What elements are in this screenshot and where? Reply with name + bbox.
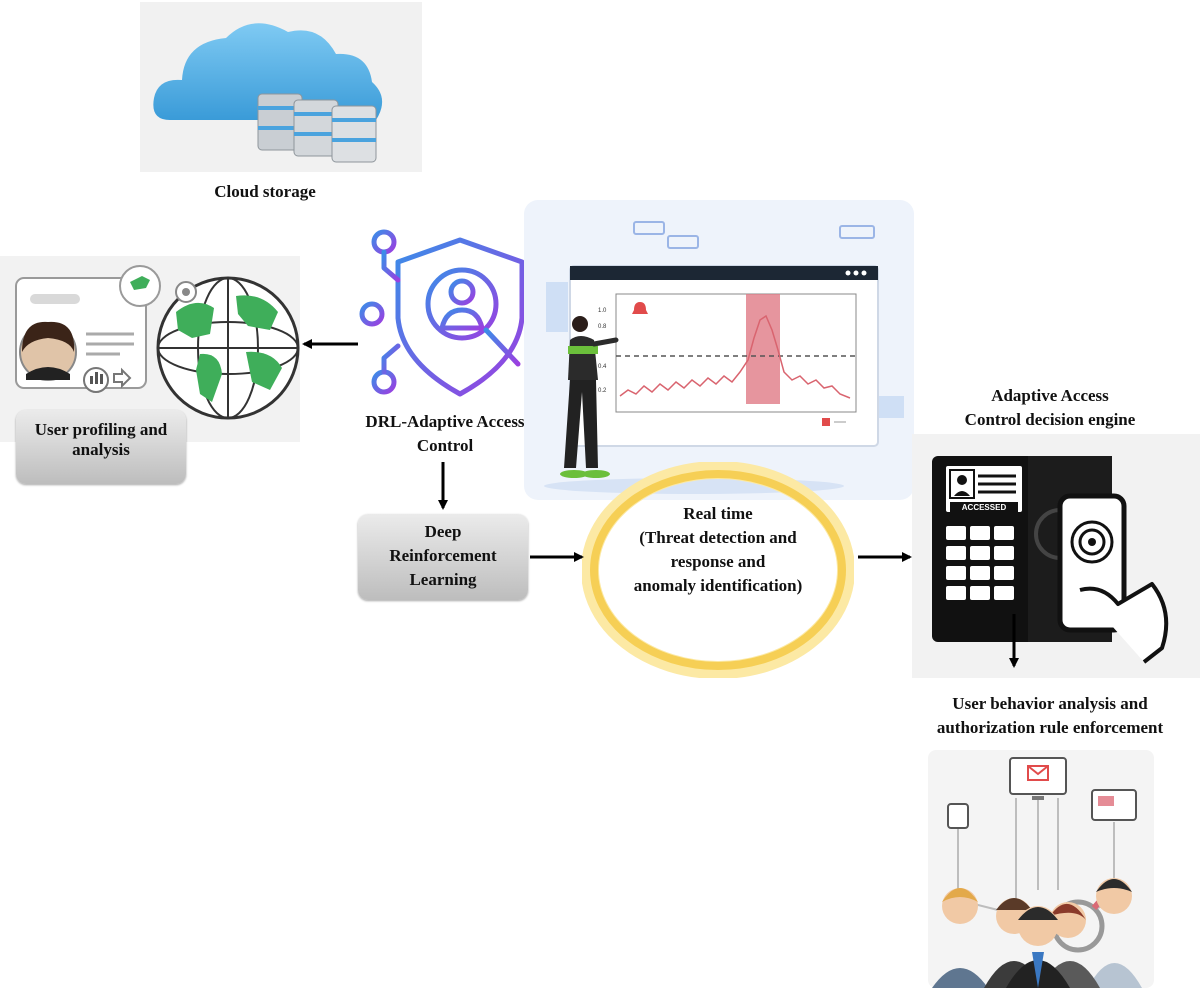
deep-rl-line2: Reinforcement (389, 546, 497, 565)
user-profiling-label: User profiling and analysis (34, 420, 168, 460)
realtime-ring: Real time (Threat detection and response… (582, 462, 854, 678)
tick-1: 1.0 (598, 308, 607, 314)
realtime-line4: anomaly identification) (633, 576, 803, 595)
accessed-badge: ACCESSED (962, 503, 1007, 512)
drl-line2: Control (416, 436, 474, 455)
user-profiling-box: User profiling and analysis (16, 410, 186, 484)
engine-line2: Control decision engine (964, 410, 1136, 429)
monitor-device-icon (1009, 757, 1067, 795)
people-group (932, 878, 1142, 988)
realtime-line1: Real time (683, 504, 753, 523)
deep-rl-line1: Deep (424, 522, 462, 541)
behavior-line1: User behavior analysis and (952, 694, 1148, 713)
drl-line1: DRL-Adaptive Access (365, 412, 525, 431)
globe-icon (156, 276, 300, 420)
tick-3: 0.4 (598, 364, 607, 370)
dashboard-window: 1.0 0.8 0.4 0.2 (569, 265, 879, 447)
cloud-storage-label: Cloud storage (214, 182, 316, 201)
cloud-icon (153, 23, 383, 163)
keypad-icon (946, 526, 1014, 600)
phone-device-icon (947, 803, 969, 829)
monitoring-illustration: 1.0 0.8 0.4 0.2 (524, 200, 914, 500)
avatar-photo (19, 321, 77, 381)
access-terminal-image: ACCESSED (912, 434, 1200, 678)
server-stack-icon (257, 93, 377, 163)
drl-shield-icon (350, 222, 540, 408)
realtime-line3: response and (670, 552, 766, 571)
tick-4: 0.2 (598, 388, 607, 394)
chart-badge-icon (83, 367, 132, 393)
realtime-line2: (Threat detection and (639, 528, 797, 547)
engine-line1: Adaptive Access (991, 386, 1109, 405)
alert-bell-icon (632, 302, 648, 314)
hand-icon (1079, 582, 1169, 664)
tick-2: 0.8 (598, 324, 607, 330)
user-network-image (928, 750, 1154, 988)
deep-rl-line3: Learning (409, 570, 477, 589)
deep-rl-box: Deep Reinforcement Learning (358, 514, 528, 600)
cloud-storage-image (140, 2, 422, 172)
analyst-figure (560, 316, 619, 478)
behavior-line2: authorization rule enforcement (936, 718, 1164, 737)
